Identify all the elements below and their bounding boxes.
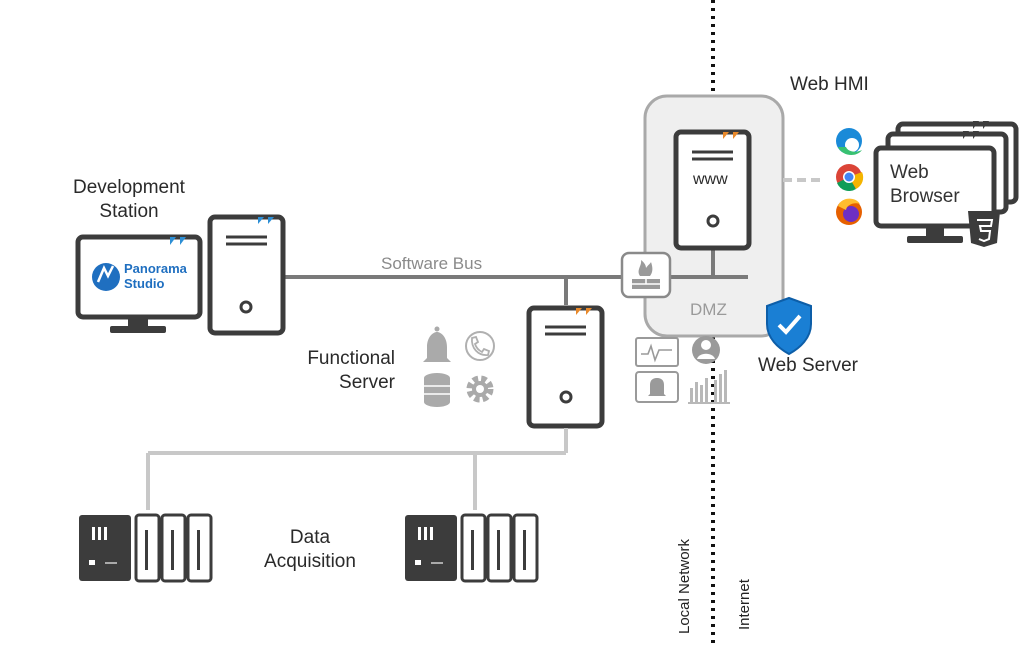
development-station-line-2: Station (99, 201, 159, 222)
html5-icon (968, 211, 1000, 247)
data-acquisition-bus (146, 428, 568, 510)
panorama-logo-line-2: Studio (124, 276, 165, 291)
plc-rack-1 (79, 513, 213, 583)
plc-rack-2 (405, 513, 539, 583)
web-browser-line-2: Browser (890, 186, 960, 207)
chrome-icon (836, 164, 864, 192)
phone-icon (465, 331, 495, 361)
development-server-tower (207, 214, 286, 336)
panorama-logo-icon (92, 263, 120, 291)
database-icon (424, 373, 450, 407)
edge-icon (836, 128, 862, 156)
functional-server-line-1: Functional (307, 348, 395, 369)
web-server-label: Web Server (758, 355, 858, 376)
bar-chart-icon (688, 370, 730, 404)
internet-label: Internet (736, 579, 753, 630)
gear-icon (466, 375, 494, 403)
www-server-tower (673, 129, 752, 251)
development-monitor (75, 234, 203, 333)
functional-server-line-2: Server (339, 372, 395, 393)
development-station-label: Development Station (54, 176, 204, 224)
firefox-icon (836, 198, 862, 225)
panorama-logo-line-1: Panorama (124, 261, 187, 276)
panorama-studio-logo-text: Panorama Studio (124, 261, 187, 291)
bell-icon (423, 326, 451, 362)
web-hmi-label: Web HMI (790, 74, 869, 95)
data-acquisition-line-2: Acquisition (264, 551, 356, 572)
html5-badge-text: HTML (971, 203, 991, 210)
firewall-icon (620, 251, 672, 299)
functional-server-tower (526, 305, 605, 429)
user-icon (692, 336, 720, 364)
software-bus-label: Software Bus (381, 254, 483, 273)
functional-server-label: Functional Server (270, 347, 395, 395)
local-network-label: Local Network (676, 538, 693, 634)
web-browser-monitors (873, 121, 1019, 243)
web-browser-line-1: Web (890, 162, 929, 183)
alarm-icon (635, 371, 679, 403)
data-acquisition-label: Data Acquisition (245, 526, 375, 574)
development-station-line-1: Development (73, 177, 185, 198)
shield-check-icon (766, 296, 812, 356)
monitor-chart-icon (635, 337, 679, 367)
data-acquisition-line-1: Data (289, 527, 331, 548)
dmz-label: DMZ (690, 300, 727, 319)
web-browser-label: Web Browser (890, 161, 960, 209)
www-label: www (693, 171, 728, 188)
